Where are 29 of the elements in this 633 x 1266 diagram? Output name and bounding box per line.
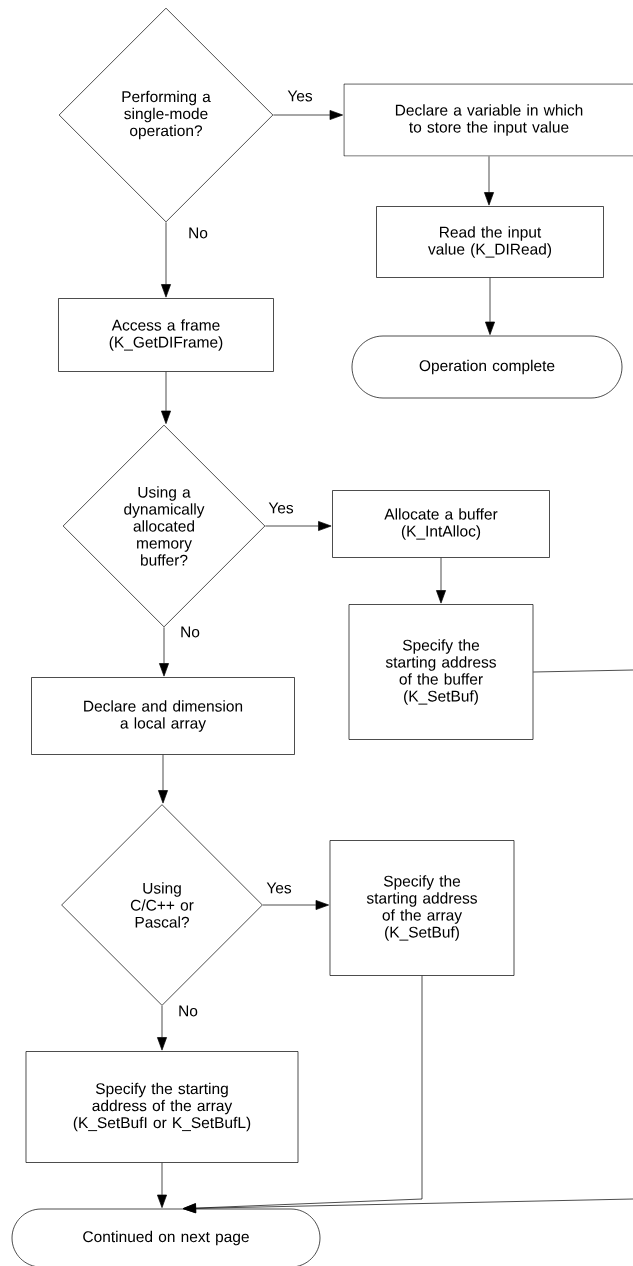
- arrow: [182, 1198, 633, 1214]
- process-box: Access a frame (K_GetDIFrame): [58, 298, 274, 372]
- arrow: [161, 222, 171, 298]
- arrow: [157, 1005, 167, 1051]
- arrow: [485, 277, 495, 335]
- edge-label: No: [179, 625, 201, 639]
- arrow: [158, 754, 168, 804]
- arrow: [484, 156, 494, 206]
- edge-label: Yes: [267, 501, 295, 515]
- arrow: [265, 521, 332, 531]
- arrow: [273, 110, 343, 120]
- process-box: Specify the starting address of the array (K_SetBuf): [329, 840, 515, 976]
- edge-label: No: [177, 1004, 199, 1018]
- terminator-box: Continued on next page: [11, 1208, 321, 1266]
- process-box: Allocate a buffer (K_IntAlloc): [332, 490, 550, 558]
- process-box: Read the input value (K_DIRead): [376, 206, 604, 278]
- terminator-box: Operation complete: [351, 335, 623, 399]
- arrow: [157, 1162, 167, 1208]
- process-box: Declare a variable in which to store the input value: [343, 83, 633, 157]
- edge-label: Yes: [286, 89, 314, 103]
- edge-label: No: [187, 226, 209, 240]
- arrow: [262, 900, 329, 910]
- process-box: Specify the starting address of the array (K_SetBufI or K_SetBufL): [25, 1051, 299, 1163]
- arrow: [159, 627, 169, 677]
- arrow: [436, 557, 446, 604]
- process-box: Specify the starting address of the buffer (K_SetBuf): [348, 604, 534, 740]
- arrow: [161, 371, 171, 424]
- process-box: Declare and dimension a local array: [31, 677, 295, 755]
- edge-label: Yes: [265, 881, 293, 895]
